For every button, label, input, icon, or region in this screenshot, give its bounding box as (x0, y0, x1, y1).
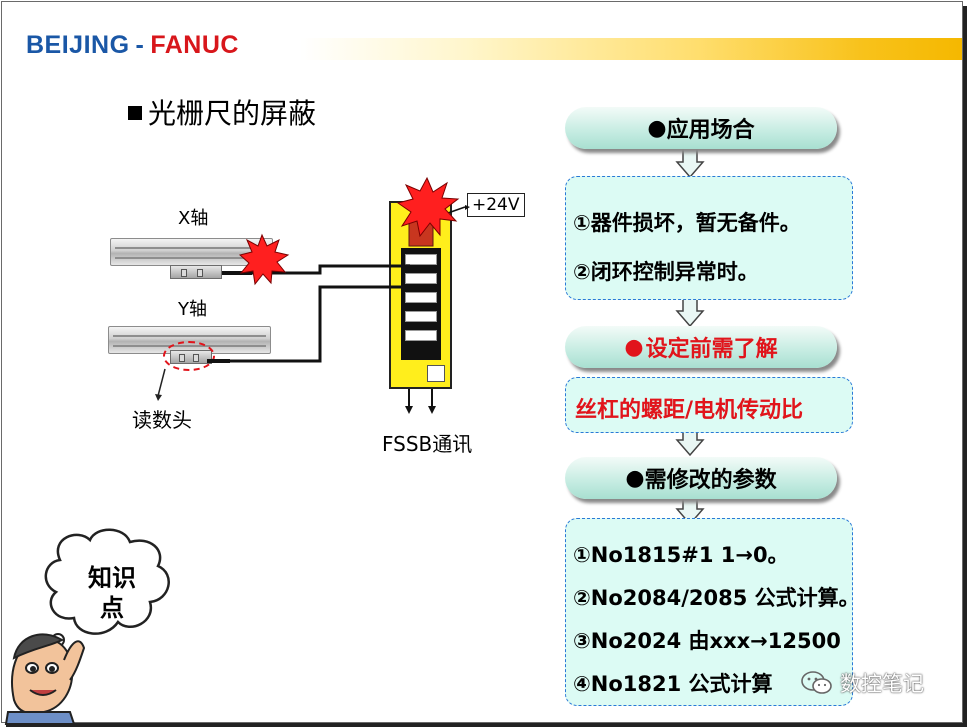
header-gradient-bar (300, 38, 962, 60)
power-label: +24V (467, 193, 525, 217)
param-item: ①No1815#1 1→0。 (573, 543, 789, 567)
flow-step-title: 应用场合 (666, 118, 755, 143)
param-item: ③No2024 由xxx→12500 (573, 629, 841, 653)
x-cable (222, 271, 252, 275)
application-item: ①器件损坏，暂无备件。 (573, 211, 801, 235)
slide-shadow (6, 723, 967, 727)
burst-icon (396, 176, 460, 238)
brand-left: BEIJING (26, 30, 130, 59)
amplifier-label: FSSB通讯 (382, 432, 473, 456)
prereq-box (565, 377, 853, 433)
brand-logo: BEIJING - FANUC (26, 30, 239, 60)
prereq-content: 丝杠的螺距/电机传动比 (575, 398, 804, 423)
reader-head-highlight (163, 341, 215, 371)
knowledge-bubble-text: 知识 点 (80, 563, 144, 623)
flow-step-application: ●应用场合 (565, 107, 837, 149)
watermark: 数控笔记 (800, 668, 924, 698)
brand-separator: - (135, 30, 145, 59)
bubble-line: 知识 (88, 564, 136, 592)
amplifier-port-block (401, 248, 441, 360)
flow-arrow-icon (675, 296, 705, 328)
x-axis-label: X轴 (178, 208, 209, 229)
application-item: ②闭环控制异常时。 (573, 260, 759, 284)
flow-arrow-icon (675, 496, 705, 526)
bullet-icon: ● (624, 334, 644, 360)
x-signal-cable (250, 264, 410, 275)
bullet-icon: ● (647, 115, 667, 141)
flow-step-params: ●需修改的参数 (565, 457, 837, 499)
wechat-icon (801, 671, 832, 694)
param-item: ④No1821 公式计算 (573, 672, 773, 696)
param-item: ②No2084/2085 公式计算。 (573, 586, 860, 610)
amplifier-indicator (427, 365, 445, 382)
x-reader-head (170, 265, 222, 279)
page-title: 光栅尺的屏蔽 (128, 92, 316, 132)
burst-icon (238, 233, 290, 286)
page-title-text: 光栅尺的屏蔽 (148, 97, 317, 130)
y-signal-cable (212, 285, 410, 363)
watermark-text: 数控笔记 (840, 672, 924, 696)
slide-shadow (963, 6, 967, 726)
y-axis-label: Y轴 (178, 299, 207, 320)
bullet-icon: ● (625, 465, 645, 491)
thought-bubble (44, 528, 170, 635)
cartoon-person (4, 633, 86, 725)
brand-right: FANUC (150, 30, 239, 59)
flow-step-title: 需修改的参数 (644, 468, 777, 493)
reader-head-label: 读数头 (132, 408, 192, 432)
flow-arrow-icon (675, 147, 705, 179)
square-bullet-icon (128, 106, 142, 120)
application-box (565, 176, 853, 300)
flow-step-title: 设定前需了解 (645, 337, 778, 362)
flow-step-prereq: ●设定前需了解 (565, 326, 837, 368)
bubble-line: 点 (100, 594, 124, 622)
